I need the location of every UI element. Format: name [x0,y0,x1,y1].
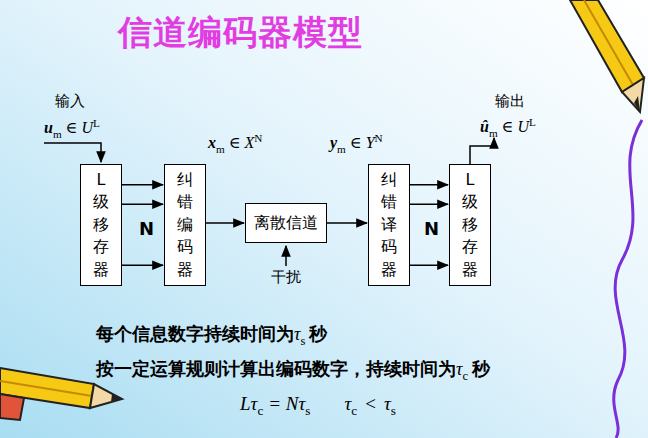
arrow-connector [122,184,163,186]
noise-arrow [285,246,287,266]
text-run: 按一定运算规则计算出编码数字，持续时间为τc秒 [96,357,490,384]
subscript: s [300,334,305,348]
arrow-connector [410,264,448,266]
decoder-box: 纠错译码器 [368,164,410,286]
superscript: L [529,116,536,128]
label-text: τ [456,359,462,379]
text-run: 干扰 [271,268,301,287]
label-text: 输入 [55,92,85,110]
title: 信道编码器模型 [118,10,363,56]
arrow-connector [410,184,448,186]
label-text: < [365,393,376,414]
label-text: τ [251,393,258,414]
label-text: τ [384,393,391,414]
label-text: L [240,393,251,414]
text-run: xm ∈ XN [208,132,262,155]
label-text: ∈ U [66,119,93,136]
label-text: τ [345,393,352,414]
output-wire [470,138,494,165]
box-label: 纠错编码器 [177,169,193,281]
superscript: N [375,132,383,144]
box-label: L级移存器 [93,169,109,281]
text-run: 每个信息数字持续时间为τs秒 [96,322,327,349]
shift-register-box: L级移存器 [80,164,122,286]
label-text: 按一定运算规则计算出编码数字，持续时间为 [96,358,456,379]
shift-register-box: L级移存器 [449,164,491,286]
input-wire [44,143,101,162]
label-text: = N [268,393,298,414]
label-text: ∈ X [229,134,255,151]
superscript: N [254,132,262,144]
arrow-connector [410,204,448,206]
superscript: L [93,117,100,129]
arrow-connector [122,204,163,206]
label-text: y [330,134,337,151]
label-text: 输出 [495,92,525,110]
label-text: 秒 [309,323,327,344]
subscript: m [53,128,62,140]
text-run: N [424,218,439,239]
label-text: 干扰 [271,268,301,286]
subscript: s [305,403,310,418]
box-label: L级移存器 [462,169,478,281]
label-text: ∈ Y [350,134,375,151]
arrow-connector [122,264,163,266]
subscript: c [257,403,263,418]
label-text: x [208,134,216,151]
label-text: τ [294,324,300,344]
text-run: 输出 [495,92,525,111]
channel-box: 离散信道 [245,203,327,243]
text-run: ûm ∈ UL [480,116,536,139]
label-text: N [424,218,439,239]
pencil-top-right [570,0,644,112]
wavy-line [614,120,642,438]
encoder-box: 纠错编码器 [164,164,206,286]
subscript: m [337,143,346,155]
label-text: u [44,119,53,136]
box-label: 纠错译码器 [381,169,397,281]
subscript: s [391,403,396,418]
label-text: 每个信息数字持续时间为 [96,323,294,344]
arrow-connector [206,222,244,224]
subscript: c [462,369,468,383]
text-run: ym ∈ YN [330,132,383,155]
label-text: N [139,218,154,239]
subscript: m [216,143,225,155]
label-text: ∈ U [502,118,529,135]
text-run: um ∈ UL [44,117,100,140]
box-label: 离散信道 [254,213,318,234]
label-text: 秒 [472,358,490,379]
text-run: Lτc= Nτsτc<τs [240,393,396,419]
subscript: m [489,127,498,139]
label-text: τ [299,393,306,414]
subscript: c [351,403,357,418]
label-text: û [480,118,489,135]
text-run: 输入 [55,92,85,111]
arrow-connector [327,222,367,224]
text-run: N [139,218,154,239]
